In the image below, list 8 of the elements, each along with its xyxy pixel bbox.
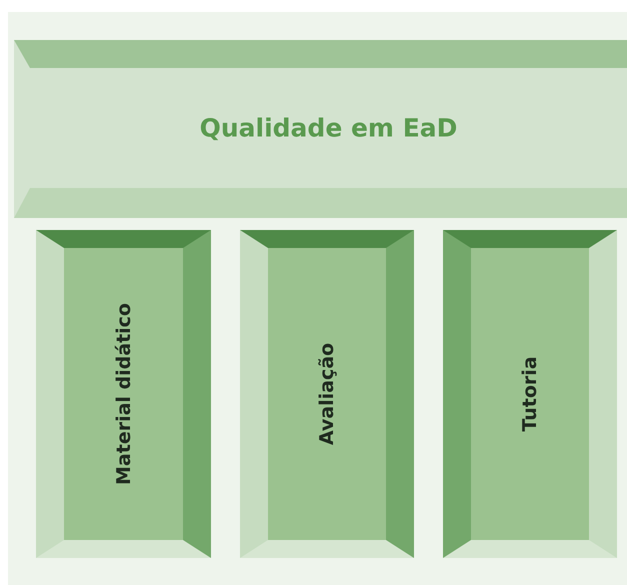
pillar-box [36, 230, 211, 558]
roof-banner [14, 40, 627, 218]
pillar-box [240, 230, 414, 558]
pillar-label: Tutoria [519, 356, 541, 432]
pillar-box [443, 230, 617, 558]
pillar-label: Material didático [112, 303, 134, 485]
pillar-label: Avaliação [316, 342, 338, 446]
roof-title: Qualidade em EaD [200, 114, 458, 142]
